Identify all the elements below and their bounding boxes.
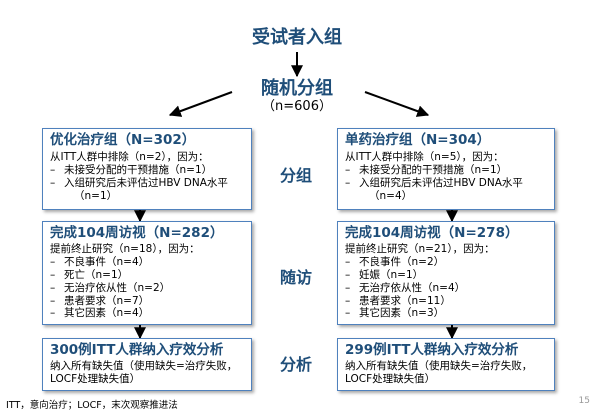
right-followup-reason-3: –无治疗依从性（n=4） — [345, 281, 466, 294]
right-group-exclusion: 从ITT人群中排除（n=5），因为： — [345, 151, 504, 163]
left-followup-termination: 提前终止研究（n=18），因为： — [50, 243, 200, 255]
left-group-heading: 优化治疗组（N=302） — [50, 132, 196, 148]
right-analysis-line-2: LOCF处理缺失值） — [345, 373, 436, 386]
right-followup-reason-2: –妊娠（n=1） — [345, 269, 424, 281]
left-followup-reason-4: –患者要求（n=7） — [50, 294, 150, 307]
phase-label-group: 分组 — [279, 166, 312, 185]
right-followup-reason-1: –不良事件（n=2） — [345, 256, 445, 269]
page-number: 15 — [578, 396, 590, 406]
left-followup-reason-2: –死亡（n=1） — [50, 269, 129, 281]
left-group-exclusion: 从ITT人群中排除（n=2），因为： — [50, 151, 209, 163]
left-followup-box: 完成104周访视（N=282） 提前终止研究（n=18），因为： –不良事件（n… — [42, 221, 252, 325]
right-followup-box: 完成104周访视（N=278） 提前终止研究（n=21），因为： –不良事件（n… — [337, 221, 555, 325]
right-analysis-box: 299例ITT人群纳入疗效分析 纳入所有缺失值（使用缺失=治疗失败， LOCF处… — [337, 338, 555, 391]
left-analysis-heading: 300例ITT人群纳入疗效分析 — [50, 342, 224, 358]
right-group-reason-1: –未接受分配的干预措施（n=1） — [345, 164, 508, 177]
left-analysis-line-1: 纳入所有缺失值（使用缺失=治疗失败， — [50, 360, 238, 372]
phase-label-followup: 随访 — [279, 268, 312, 287]
right-followup-termination: 提前终止研究（n=21），因为： — [345, 243, 495, 255]
right-group-reason-2: –入组研究后未评估过HBV DNA水平 — [345, 177, 523, 189]
right-followup-reason-5: –其它因素（n=3） — [345, 307, 445, 320]
enrollment-title: 受试者入组 — [252, 27, 342, 48]
right-group-reason-2-count: （n=4） — [369, 189, 413, 202]
left-analysis-line-2: LOCF处理缺失值） — [50, 373, 141, 386]
phase-label-analysis: 分析 — [279, 355, 312, 374]
right-analysis-heading: 299例ITT人群纳入疗效分析 — [345, 342, 519, 358]
left-analysis-box: 300例ITT人群纳入疗效分析 纳入所有缺失值（使用缺失=治疗失败， LOCF处… — [42, 338, 252, 391]
left-group-box: 优化治疗组（N=302） 从ITT人群中排除（n=2），因为： –未接受分配的干… — [42, 128, 252, 210]
footnote-abbreviations: ITT，意向治疗；LOCF，末次观察推进法 — [6, 400, 178, 411]
left-followup-reason-1: –不良事件（n=4） — [50, 256, 150, 269]
randomization-title: 随机分组 — [261, 78, 333, 99]
right-followup-heading: 完成104周访视（N=278） — [345, 225, 519, 241]
left-followup-heading: 完成104周访视（N=282） — [50, 225, 224, 241]
arrow-random-to-right — [364, 91, 430, 117]
left-group-reason-1: –未接受分配的干预措施（n=1） — [50, 164, 213, 177]
right-group-box: 单药治疗组（N=304） 从ITT人群中排除（n=5），因为： –未接受分配的干… — [337, 128, 555, 210]
left-group-reason-2: –入组研究后未评估过HBV DNA水平 — [50, 177, 228, 189]
left-group-reason-2-count: （n=1） — [74, 189, 118, 202]
right-followup-reason-4: –患者要求（n=11） — [345, 294, 451, 307]
right-analysis-line-1: 纳入所有缺失值（使用缺失=治疗失败， — [345, 360, 533, 372]
left-followup-reason-3: –无治疗依从性（n=2） — [50, 281, 171, 294]
arrow-random-to-left — [168, 91, 233, 117]
left-followup-reason-5: –其它因素（n=4） — [50, 307, 150, 320]
randomization-count: （n=606） — [262, 99, 332, 114]
right-group-heading: 单药治疗组（N=304） — [345, 132, 491, 148]
